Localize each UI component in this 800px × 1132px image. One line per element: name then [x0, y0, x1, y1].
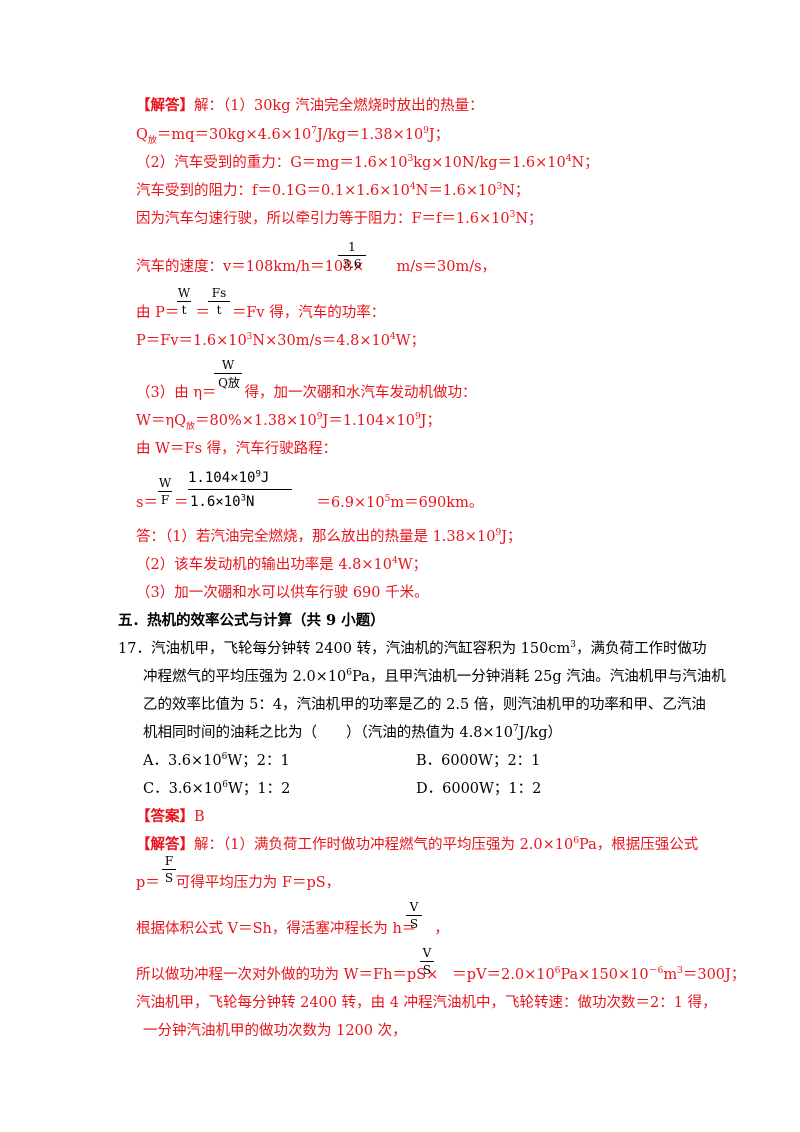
solution-line-11: 由 W＝Fs 得，汽车行驶路程： [136, 441, 338, 457]
solution-tag: 【解答】 [136, 97, 194, 114]
fraction-numerator: V [422, 946, 432, 960]
question-17-line-4: 机相同时间的油耗之比为（ ）（汽油的热值为 4.8×107J/kg） [143, 724, 563, 741]
solution-line-5: 因为汽车匀速行驶，所以牵引力等于阻力：F＝f＝1.6×103N； [136, 210, 543, 227]
fraction-bar [214, 373, 242, 374]
fraction-denominator: F [160, 493, 170, 507]
fraction-bar [406, 915, 422, 916]
fraction-numerator: V [409, 900, 419, 914]
fraction-bar [338, 255, 366, 256]
solution2-line-2: p＝可得平均压力为 F＝pS， [136, 875, 341, 891]
solution-line-9: （3）由 η＝得，加一次硼和水汽车发动机做功： [136, 385, 477, 401]
fraction-denominator: Q放 [218, 376, 240, 390]
fraction-numerator: W [221, 358, 235, 372]
question-17-line-1: 17．汽油机甲，飞轮每分钟转 2400 转，汽油机的汽缸容积为 150cm3，满… [118, 640, 707, 657]
section-heading: 五．热机的效率公式与计算（共 9 小题） [118, 612, 385, 629]
fraction-numerator: Fs [211, 286, 227, 300]
fraction-denominator: 1.6×103N [190, 493, 255, 510]
fraction-numerator: 1 [348, 240, 356, 254]
question-17-line-2: 冲程燃气的平均压强为 2.0×106Pa，且甲汽油机一分钟消耗 25g 汽油。汽… [143, 668, 726, 685]
solution-line-2: Q放＝mq＝30kg×4.6×107J/kg＝1.38×109J； [136, 126, 450, 146]
solution-line-1: 【解答】解：（1）30kg 汽油完全燃烧时放出的热量： [136, 97, 484, 114]
fraction-bar [188, 489, 292, 490]
answer-tag: 【答案】 [136, 808, 194, 825]
option-c: C．3.6×106W；1：2 [143, 780, 291, 797]
answer-line-1: 答：（1）若汽油完全燃烧，那么放出的热量是 1.38×109J； [136, 528, 522, 545]
fraction-denominator: S [422, 963, 432, 977]
fraction-bar [162, 869, 176, 870]
fraction-denominator: S [164, 871, 174, 885]
question-17-line-3: 乙的效率比值为 5：4，汽油机甲的功率是乙的 2.5 倍，则汽油机甲的功率和甲、… [143, 697, 706, 713]
fraction-bar [177, 301, 191, 302]
solution-tag: 【解答】 [136, 836, 194, 853]
fraction-numerator: W [158, 476, 172, 490]
fraction-bar [158, 491, 172, 492]
fraction-bar [208, 301, 230, 302]
option-b: B．6000W；2：1 [416, 753, 541, 769]
solution2-line-4: 所以做功冲程一次对外做的功为 W＝Fh＝pS×＝pV＝2.0×106Pa×150… [136, 966, 746, 983]
option-a: A．3.6×106W；2：1 [143, 752, 290, 769]
fraction-denominator: 3.6 [342, 257, 362, 271]
solution-line-12: s＝＝＝6.9×105m＝690km。 [136, 494, 484, 511]
solution-line-7: 由 P＝＝＝Fv 得，汽车的功率： [136, 305, 386, 321]
solution2-line-5: 汽油机甲，飞轮每分钟转 2400 转，由 4 冲程汽油机中，飞轮转速：做功次数＝… [136, 995, 717, 1011]
solution2-line-3: 根据体积公式 V＝Sh，得活塞冲程长为 h＝， [136, 921, 449, 937]
answer-line-2: （2）该车发动机的输出功率是 4.8×104W； [136, 556, 428, 573]
solution-line-8: P＝Fv＝1.6×103N×30m/s＝4.8×104W； [136, 332, 426, 349]
fraction-denominator: S [409, 917, 419, 931]
fraction-denominator: t [216, 303, 222, 317]
fraction-bar [420, 961, 434, 962]
answer-line: 【答案】B [136, 808, 205, 825]
solution-line-4: 汽车受到的阻力：f＝0.1G＝0.1×1.6×104N＝1.6×103N； [136, 182, 530, 199]
fraction-numerator: W [177, 286, 191, 300]
solution2-line-6: 一分钟汽油机甲的做功次数为 1200 次， [143, 1023, 407, 1039]
fraction-denominator: t [181, 303, 187, 317]
fraction-numerator: F [164, 854, 174, 868]
solution-line-3: （2）汽车受到的重力：G＝mg＝1.6×103kg×10N/kg＝1.6×104… [136, 154, 599, 171]
fraction-numerator: 1.104×109J [188, 469, 270, 486]
option-d: D．6000W；1：2 [416, 781, 542, 797]
solution-line-10: W＝ηQ放＝80%×1.38×109J＝1.104×109J； [136, 412, 441, 432]
solution2-line-1: 【解答】解：（1）满负荷工作时做功冲程燃气的平均压强为 2.0×106Pa，根据… [136, 836, 699, 853]
answer-line-3: （3）加一次硼和水可以供车行驶 690 千米。 [136, 585, 429, 601]
solution-line-6: 汽车的速度：v＝108km/h＝108×m/s＝30m/s， [136, 259, 497, 275]
